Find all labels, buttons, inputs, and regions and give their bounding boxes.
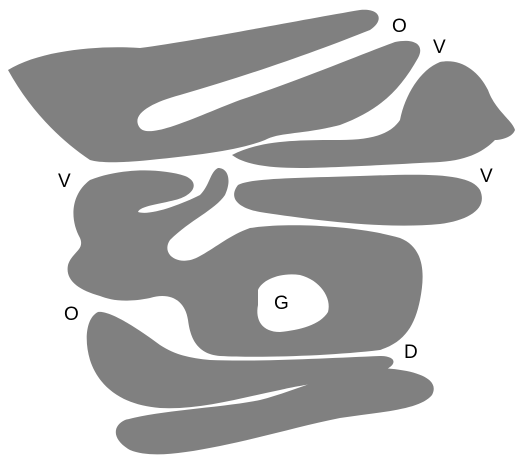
label-center-g: G [274, 293, 289, 314]
label-left-o: O [64, 304, 79, 325]
label-top-right-o: O [392, 16, 407, 37]
label-lower-right-d: D [404, 342, 418, 363]
right-middle-region [234, 175, 482, 226]
label-top-right-v: V [433, 37, 446, 58]
label-right-v: V [480, 166, 493, 187]
label-left-v: V [58, 171, 71, 192]
